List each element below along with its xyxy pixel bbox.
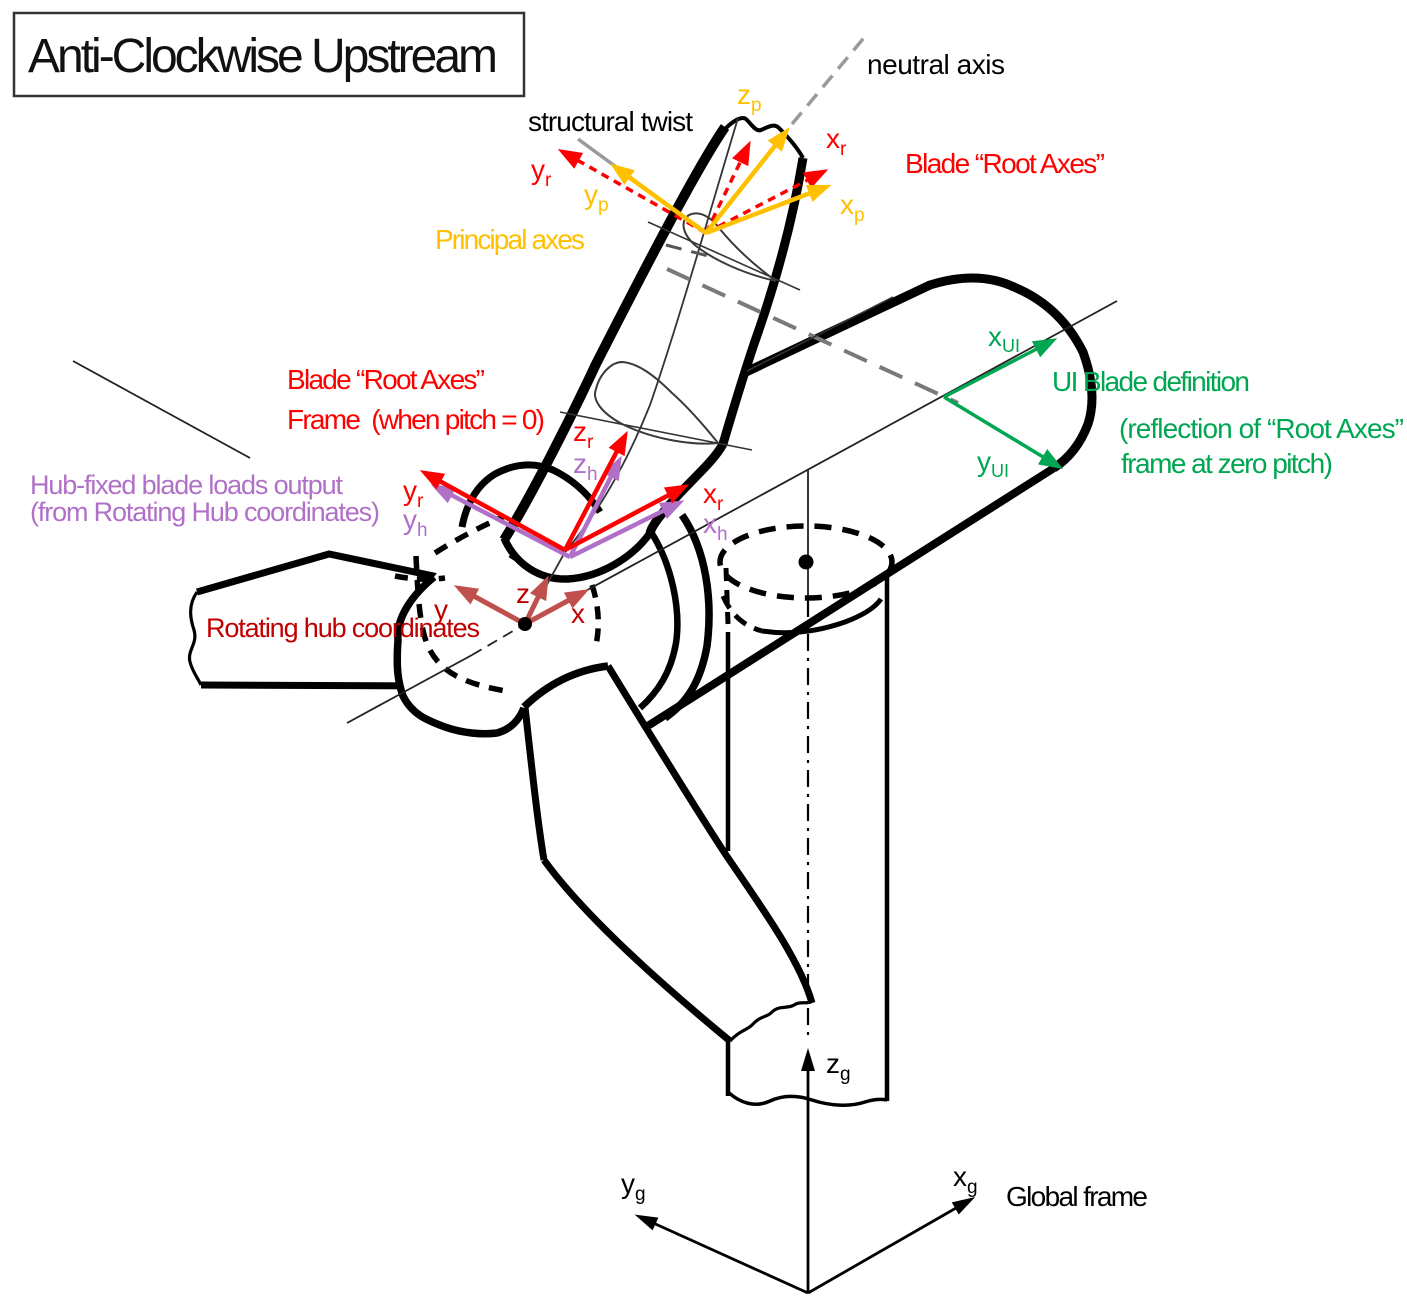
svg-text:xh: xh — [703, 508, 728, 545]
svg-text:Anti-Clockwise Upstream: Anti-Clockwise Upstream — [28, 30, 498, 83]
svg-text:xp: xp — [840, 189, 865, 226]
svg-text:(reflection of “Root Axes”: (reflection of “Root Axes” — [1119, 413, 1404, 444]
svg-text:y: y — [434, 594, 448, 625]
svg-text:yh: yh — [403, 504, 428, 541]
svg-text:UI Blade definition: UI Blade definition — [1052, 366, 1250, 397]
svg-text:yg: yg — [621, 1168, 646, 1205]
svg-text:xr: xr — [826, 123, 847, 160]
svg-text:z: z — [516, 578, 530, 609]
svg-text:neutral axis: neutral axis — [867, 49, 1005, 80]
svg-text:Principal axes: Principal axes — [435, 224, 585, 255]
svg-text:zp: zp — [737, 79, 762, 116]
svg-text:zg: zg — [826, 1048, 851, 1085]
svg-text:x: x — [571, 598, 585, 629]
svg-text:frame at zero pitch): frame at zero pitch) — [1121, 448, 1333, 479]
svg-text:yr: yr — [531, 154, 552, 191]
svg-text:Global frame: Global frame — [1006, 1181, 1148, 1212]
svg-text:Blade “Root Axes”: Blade “Root Axes” — [905, 148, 1105, 179]
svg-text:Frame (when pitch = 0): Frame (when pitch = 0) — [287, 404, 545, 435]
svg-text:Rotating hub coordinates: Rotating hub coordinates — [206, 613, 480, 643]
svg-text:Blade “Root Axes”: Blade “Root Axes” — [287, 364, 485, 395]
svg-text:Hub-fixed blade loads output: Hub-fixed blade loads output — [30, 470, 343, 500]
svg-text:(from Rotating Hub coordinates: (from Rotating Hub coordinates) — [30, 497, 380, 527]
svg-text:yp: yp — [584, 179, 609, 216]
svg-text:structural twist: structural twist — [528, 106, 693, 137]
svg-text:xg: xg — [953, 1161, 978, 1198]
